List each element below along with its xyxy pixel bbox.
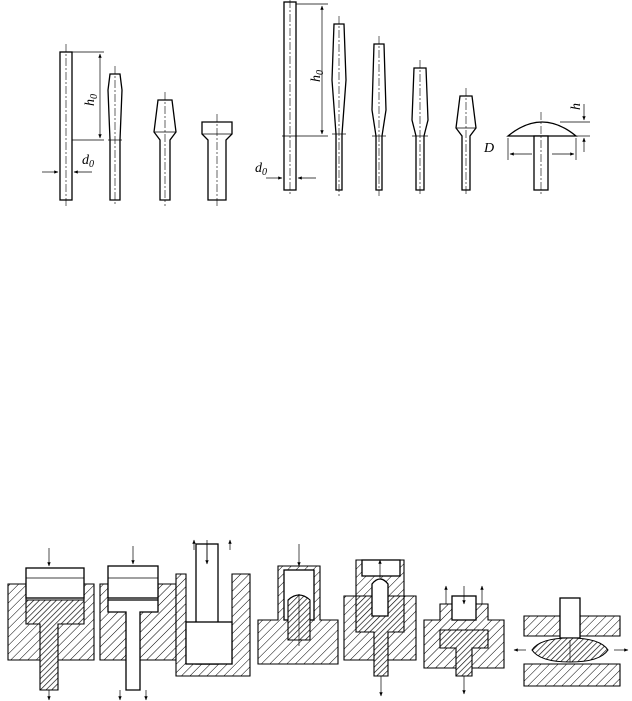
die-process-4	[257, 544, 339, 665]
h0-label-right: h0	[309, 70, 326, 82]
bar-original-right: h0 d0	[255, 0, 328, 196]
bar-stage-3-left	[153, 92, 177, 206]
die-process-6	[423, 585, 505, 695]
D-label: D	[483, 141, 494, 156]
bar-stage-4-left	[201, 114, 233, 206]
bar-stage-3-right	[371, 36, 387, 196]
die-process-2	[99, 546, 177, 701]
bar-stage-2-right	[331, 16, 347, 196]
die-process-1	[7, 548, 95, 701]
h-label: h	[569, 103, 584, 110]
die-process-3	[175, 539, 251, 677]
top-left-group: h0 d0	[42, 44, 233, 206]
d0-label-right: d0	[255, 161, 267, 178]
top-right-group: h0 d0	[255, 0, 590, 196]
bar-stage-2-left	[107, 66, 123, 206]
h0-label-left: h0	[83, 94, 100, 106]
die-process-7	[513, 597, 629, 687]
die-process-5	[343, 559, 417, 697]
d0-label-left: d0	[82, 153, 94, 170]
rivet-head-final: D h	[483, 103, 590, 196]
bar-stage-4-right	[411, 60, 429, 196]
bar-stage-5-right	[455, 88, 477, 196]
bar-original-left: h0 d0	[42, 44, 104, 206]
